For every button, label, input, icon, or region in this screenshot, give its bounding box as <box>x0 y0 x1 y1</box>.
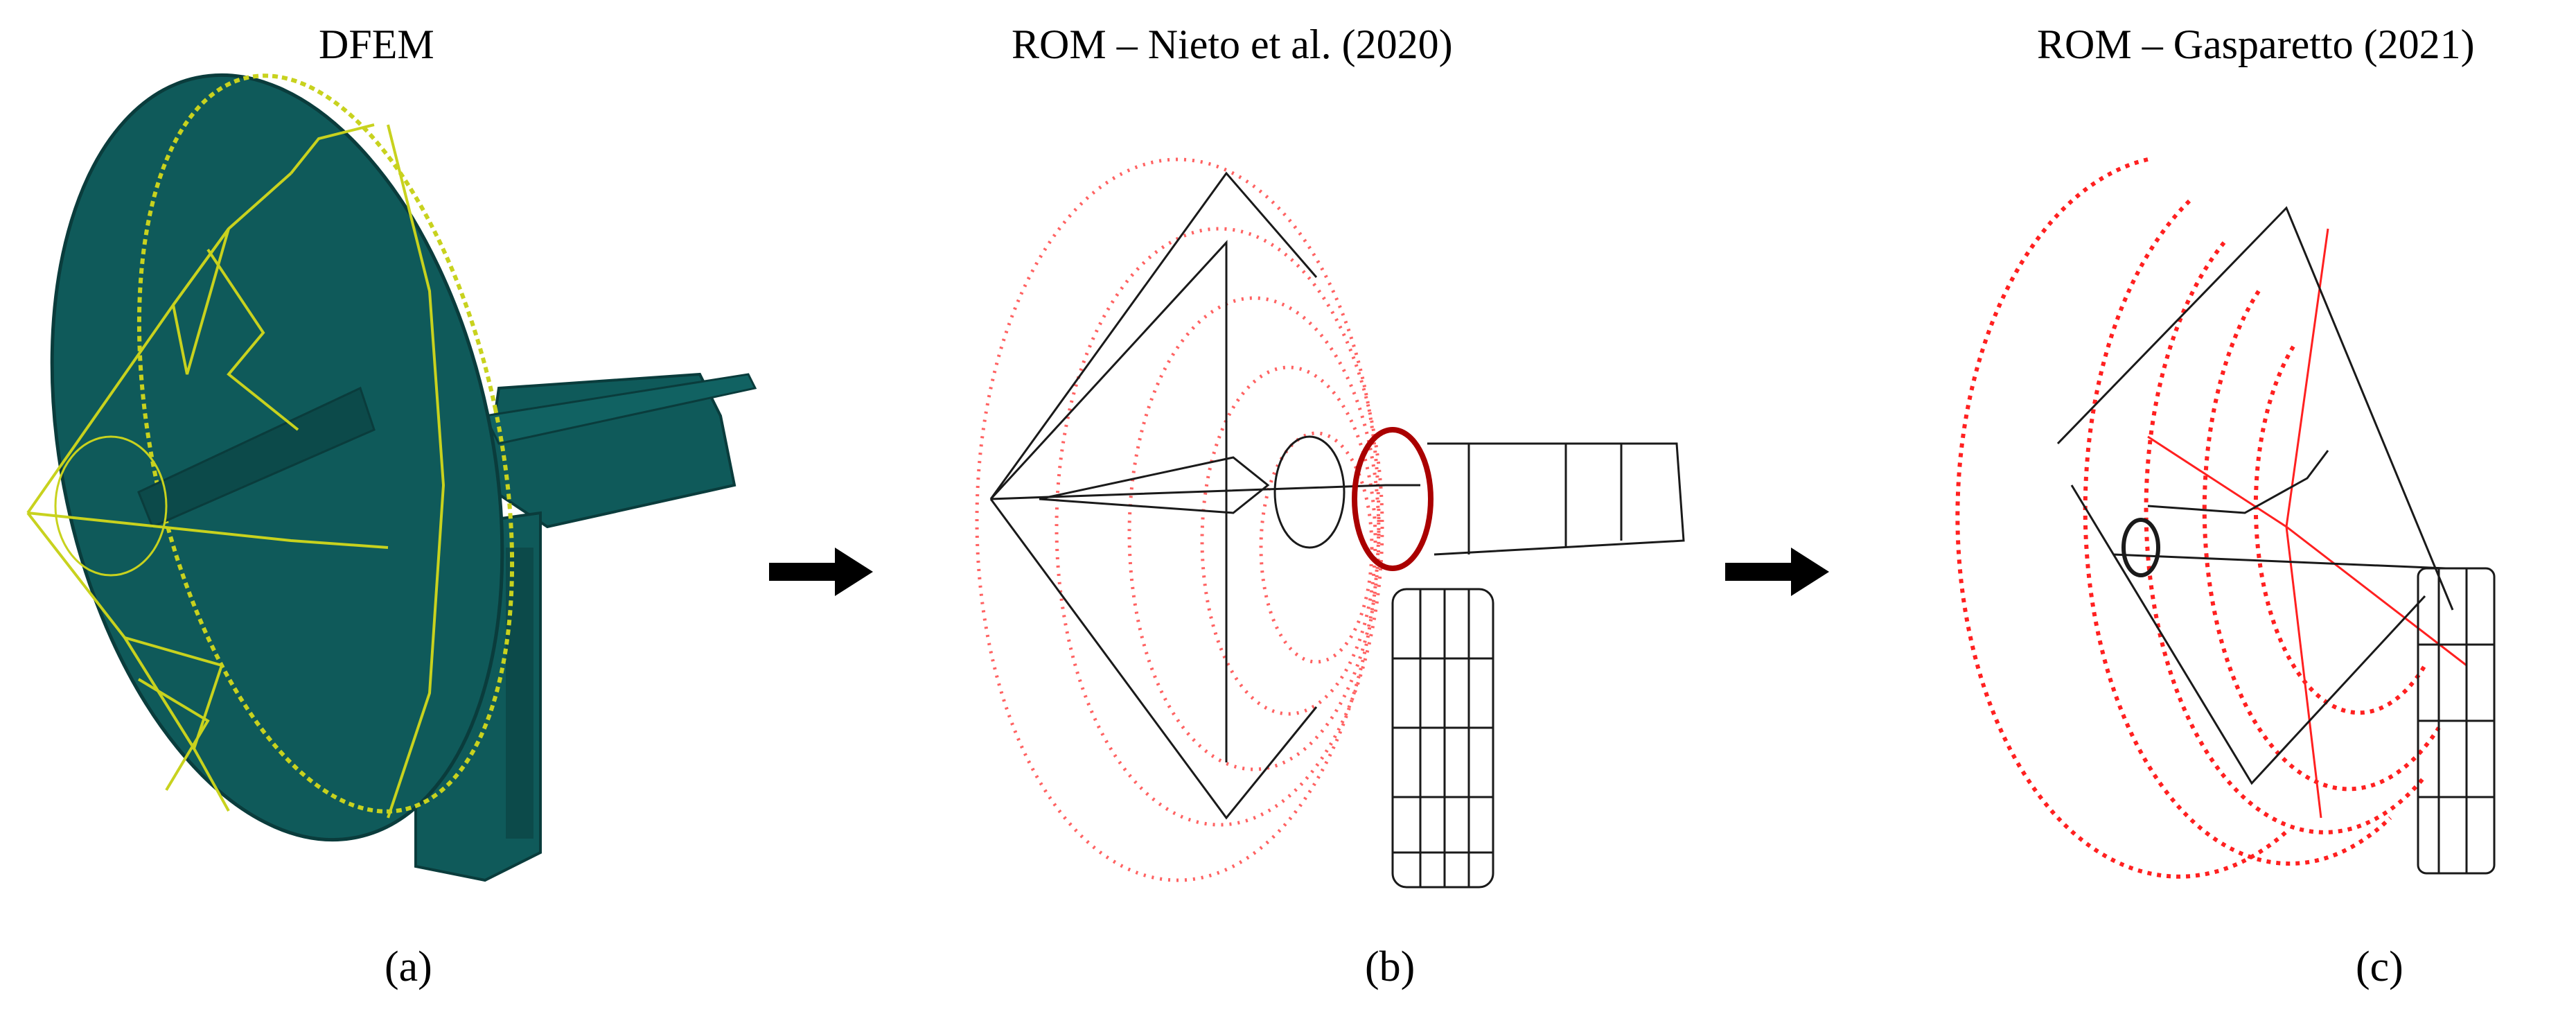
arrow-a-to-b <box>769 548 873 596</box>
dfem-feed-ring <box>54 435 168 577</box>
panel-a-title: DFEM <box>319 21 434 67</box>
panel-a-dfem-model <box>26 73 757 882</box>
panel-c-rom-gasparetto <box>1955 157 2496 879</box>
dfem-truss <box>26 123 445 819</box>
gasparetto-red-spokes <box>2147 228 2467 819</box>
panel-a-caption: (a) <box>385 943 432 990</box>
nieto-red-rings <box>975 157 1384 882</box>
nieto-mast-grid <box>1391 588 1494 889</box>
nieto-black-frame <box>989 171 1685 820</box>
dfem-feed-support <box>137 386 376 528</box>
panel-b-caption: (b) <box>1365 943 1415 990</box>
panel-c-caption: (c) <box>2356 943 2403 990</box>
panel-c-title: ROM – Gasparetto (2021) <box>2037 21 2475 67</box>
panel-b-rom-nieto <box>975 157 1685 889</box>
gasparetto-black-frame <box>2056 206 2496 875</box>
arrow-b-to-c <box>1725 548 1829 596</box>
gasparetto-red-rings <box>1955 157 2441 879</box>
panel-b-title: ROM – Nieto et al. (2020) <box>1012 21 1453 67</box>
dfem-boom-fin <box>483 373 757 445</box>
dfem-dish-rim <box>136 73 515 814</box>
